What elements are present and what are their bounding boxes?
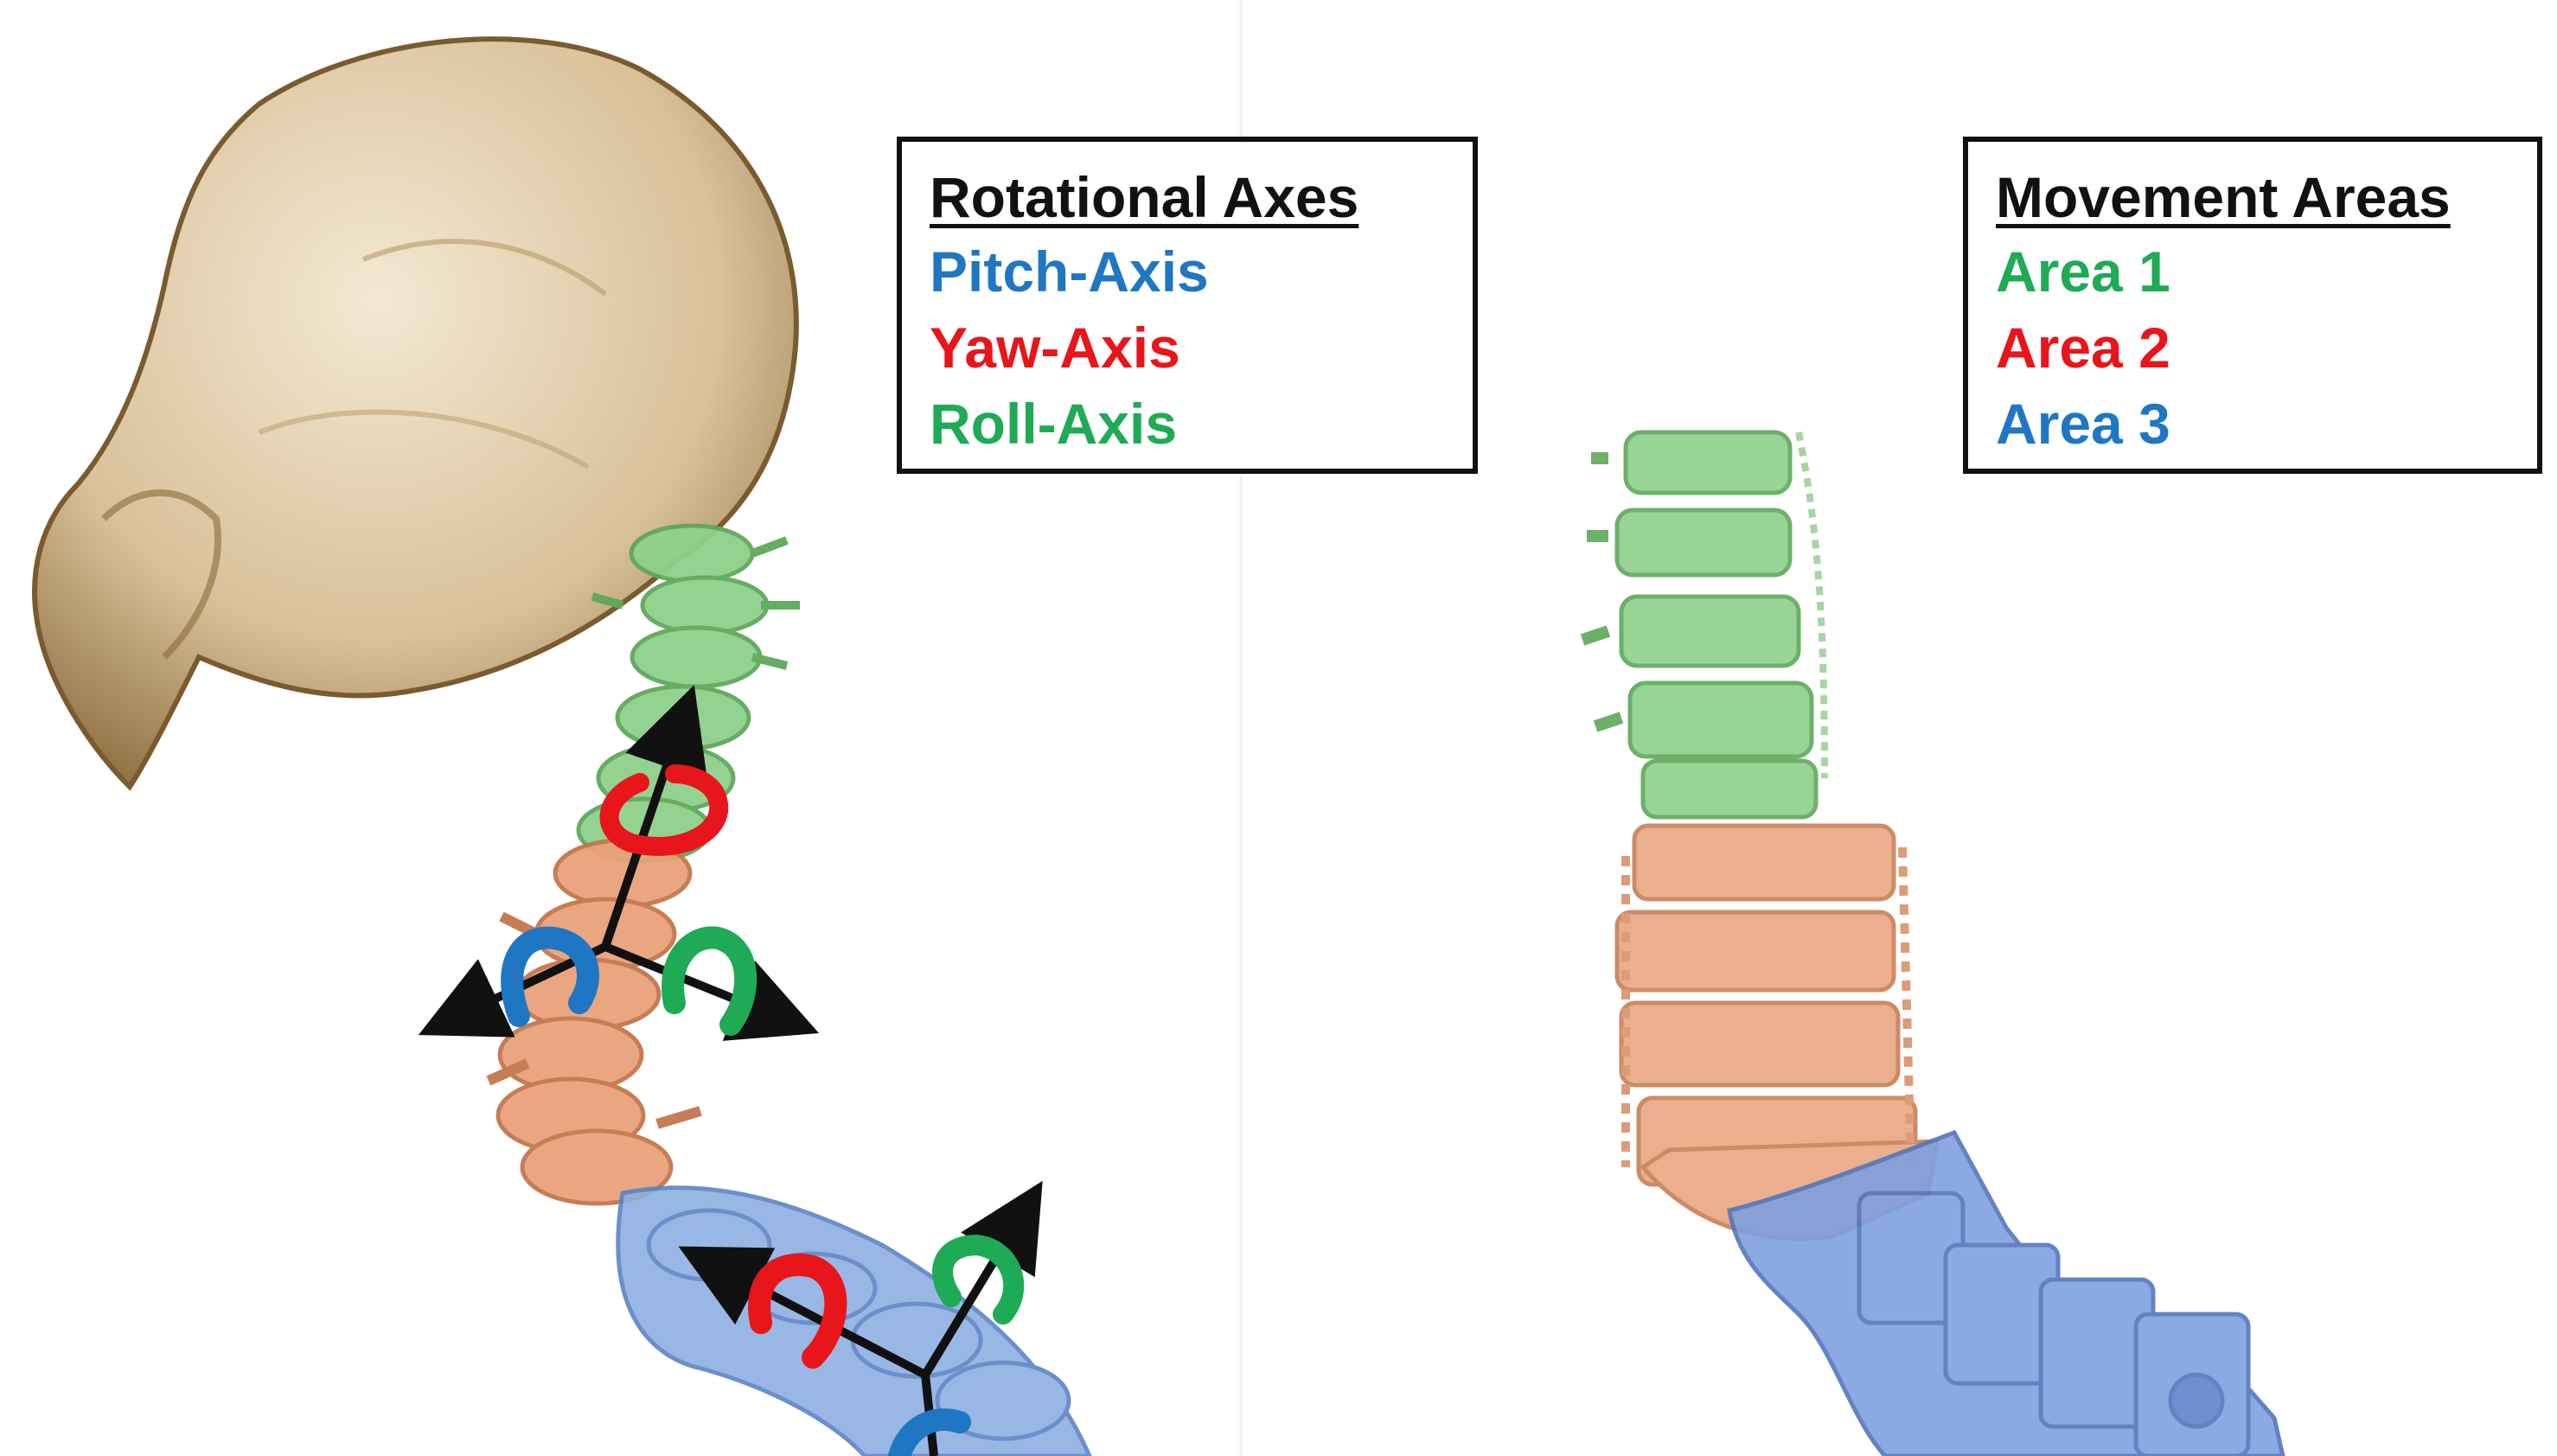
legend-item-pitch-axis: Pitch-Axis: [930, 239, 1209, 303]
axis-arrow-roll-lower: [921, 1180, 1043, 1377]
legend-item-area-3: Area 3: [1996, 392, 2170, 456]
robotic-spine: [1580, 430, 2285, 1456]
legend-title: Movement Areas: [1996, 165, 2451, 229]
robot-area1: [1580, 430, 1828, 820]
legend-item-roll-axis: Roll-Axis: [930, 392, 1178, 456]
pitch-rotation-arrow-lower: [888, 1408, 971, 1456]
legend-item-area-1: Area 1: [1996, 239, 2170, 303]
roll-rotation-arrow-upper: [662, 926, 758, 1036]
axes-set-upper: [418, 685, 820, 1041]
legend-item-yaw-axis: Yaw-Axis: [930, 316, 1180, 380]
axis-arrow-pitch-lower: [678, 1246, 928, 1379]
axes-set-lower: [678, 1180, 1043, 1456]
yaw-rotation-arrow-upper: [599, 764, 729, 856]
legend-movement-areas: Movement Areas Area 1 Area 2 Area 3: [1963, 137, 2542, 474]
robot-area3: [1727, 1129, 2285, 1456]
legend-title: Rotational Axes: [930, 165, 1359, 229]
axis-arrow-roll-upper: [604, 942, 820, 1041]
roll-rotation-arrow-lower: [932, 1234, 1025, 1325]
legend-rotational-axes: Rotational Axes Pitch-Axis Yaw-Axis Roll…: [897, 137, 1478, 474]
yaw-rotation-arrow-lower: [748, 1253, 847, 1369]
anatomical-spine: [32, 36, 1092, 1456]
legend-item-area-2: Area 2: [1996, 316, 2170, 380]
pitch-rotation-arrow-upper: [501, 926, 599, 1027]
axis-arrow-yaw-upper: [601, 685, 708, 948]
